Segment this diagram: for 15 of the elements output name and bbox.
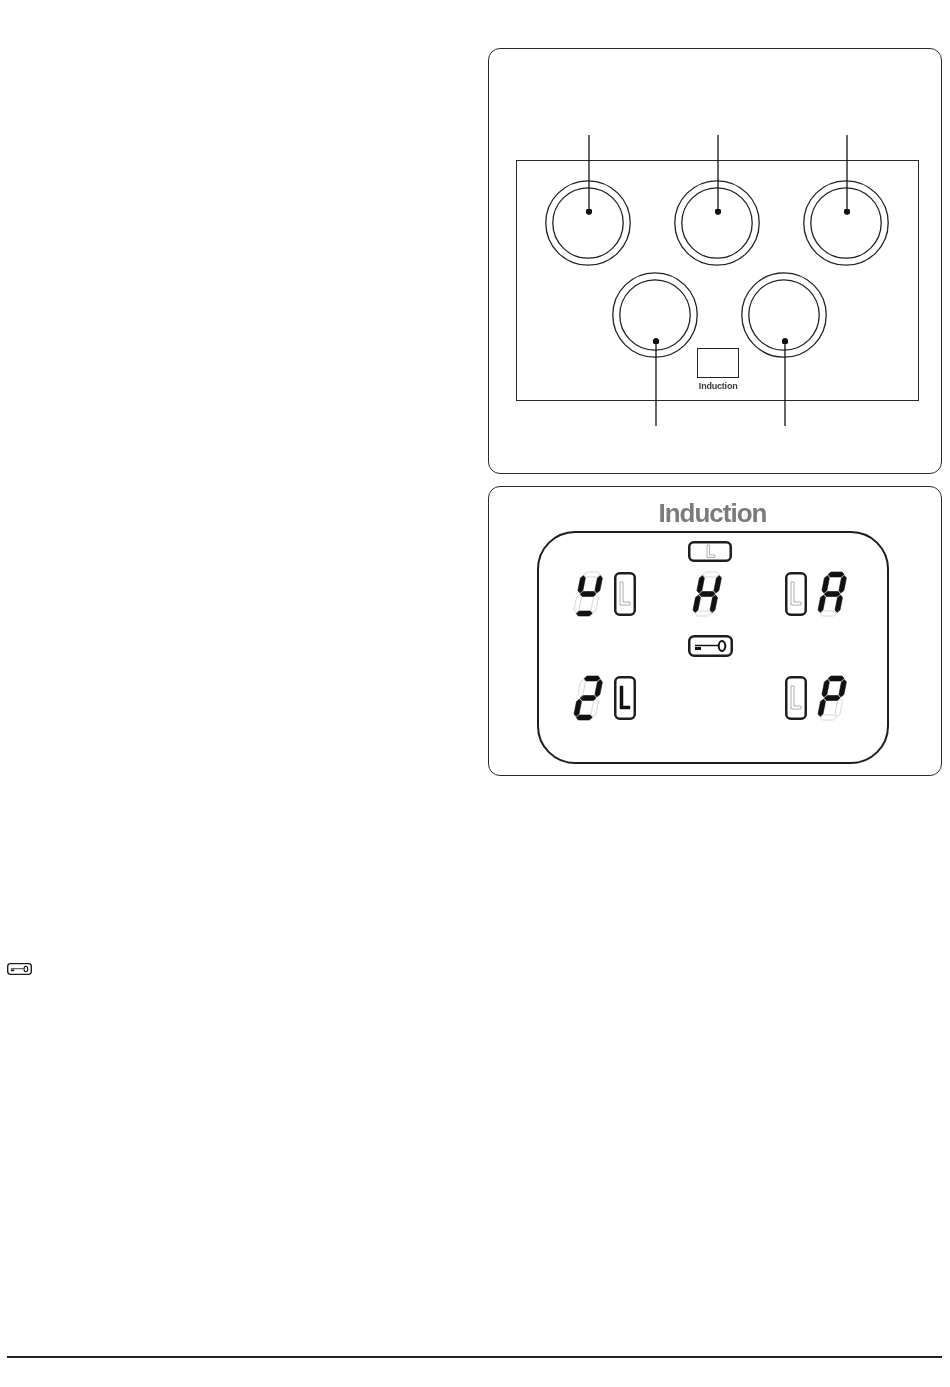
leader-line bbox=[843, 134, 851, 215]
leader-line bbox=[781, 338, 789, 427]
cooking-zone bbox=[741, 272, 828, 359]
panel-frame bbox=[488, 486, 942, 776]
leader-line bbox=[652, 338, 660, 427]
leader-line bbox=[585, 134, 593, 215]
panel-label: Induction bbox=[698, 381, 738, 392]
cooking-zone bbox=[803, 180, 890, 267]
cooking-zone bbox=[674, 180, 761, 267]
leader-line bbox=[714, 134, 722, 215]
hob-outline bbox=[515, 159, 919, 401]
cooking-zone bbox=[612, 272, 699, 359]
display-heading: Induction bbox=[658, 497, 767, 528]
cooking-zone bbox=[545, 180, 632, 267]
panel-frame bbox=[488, 48, 942, 474]
